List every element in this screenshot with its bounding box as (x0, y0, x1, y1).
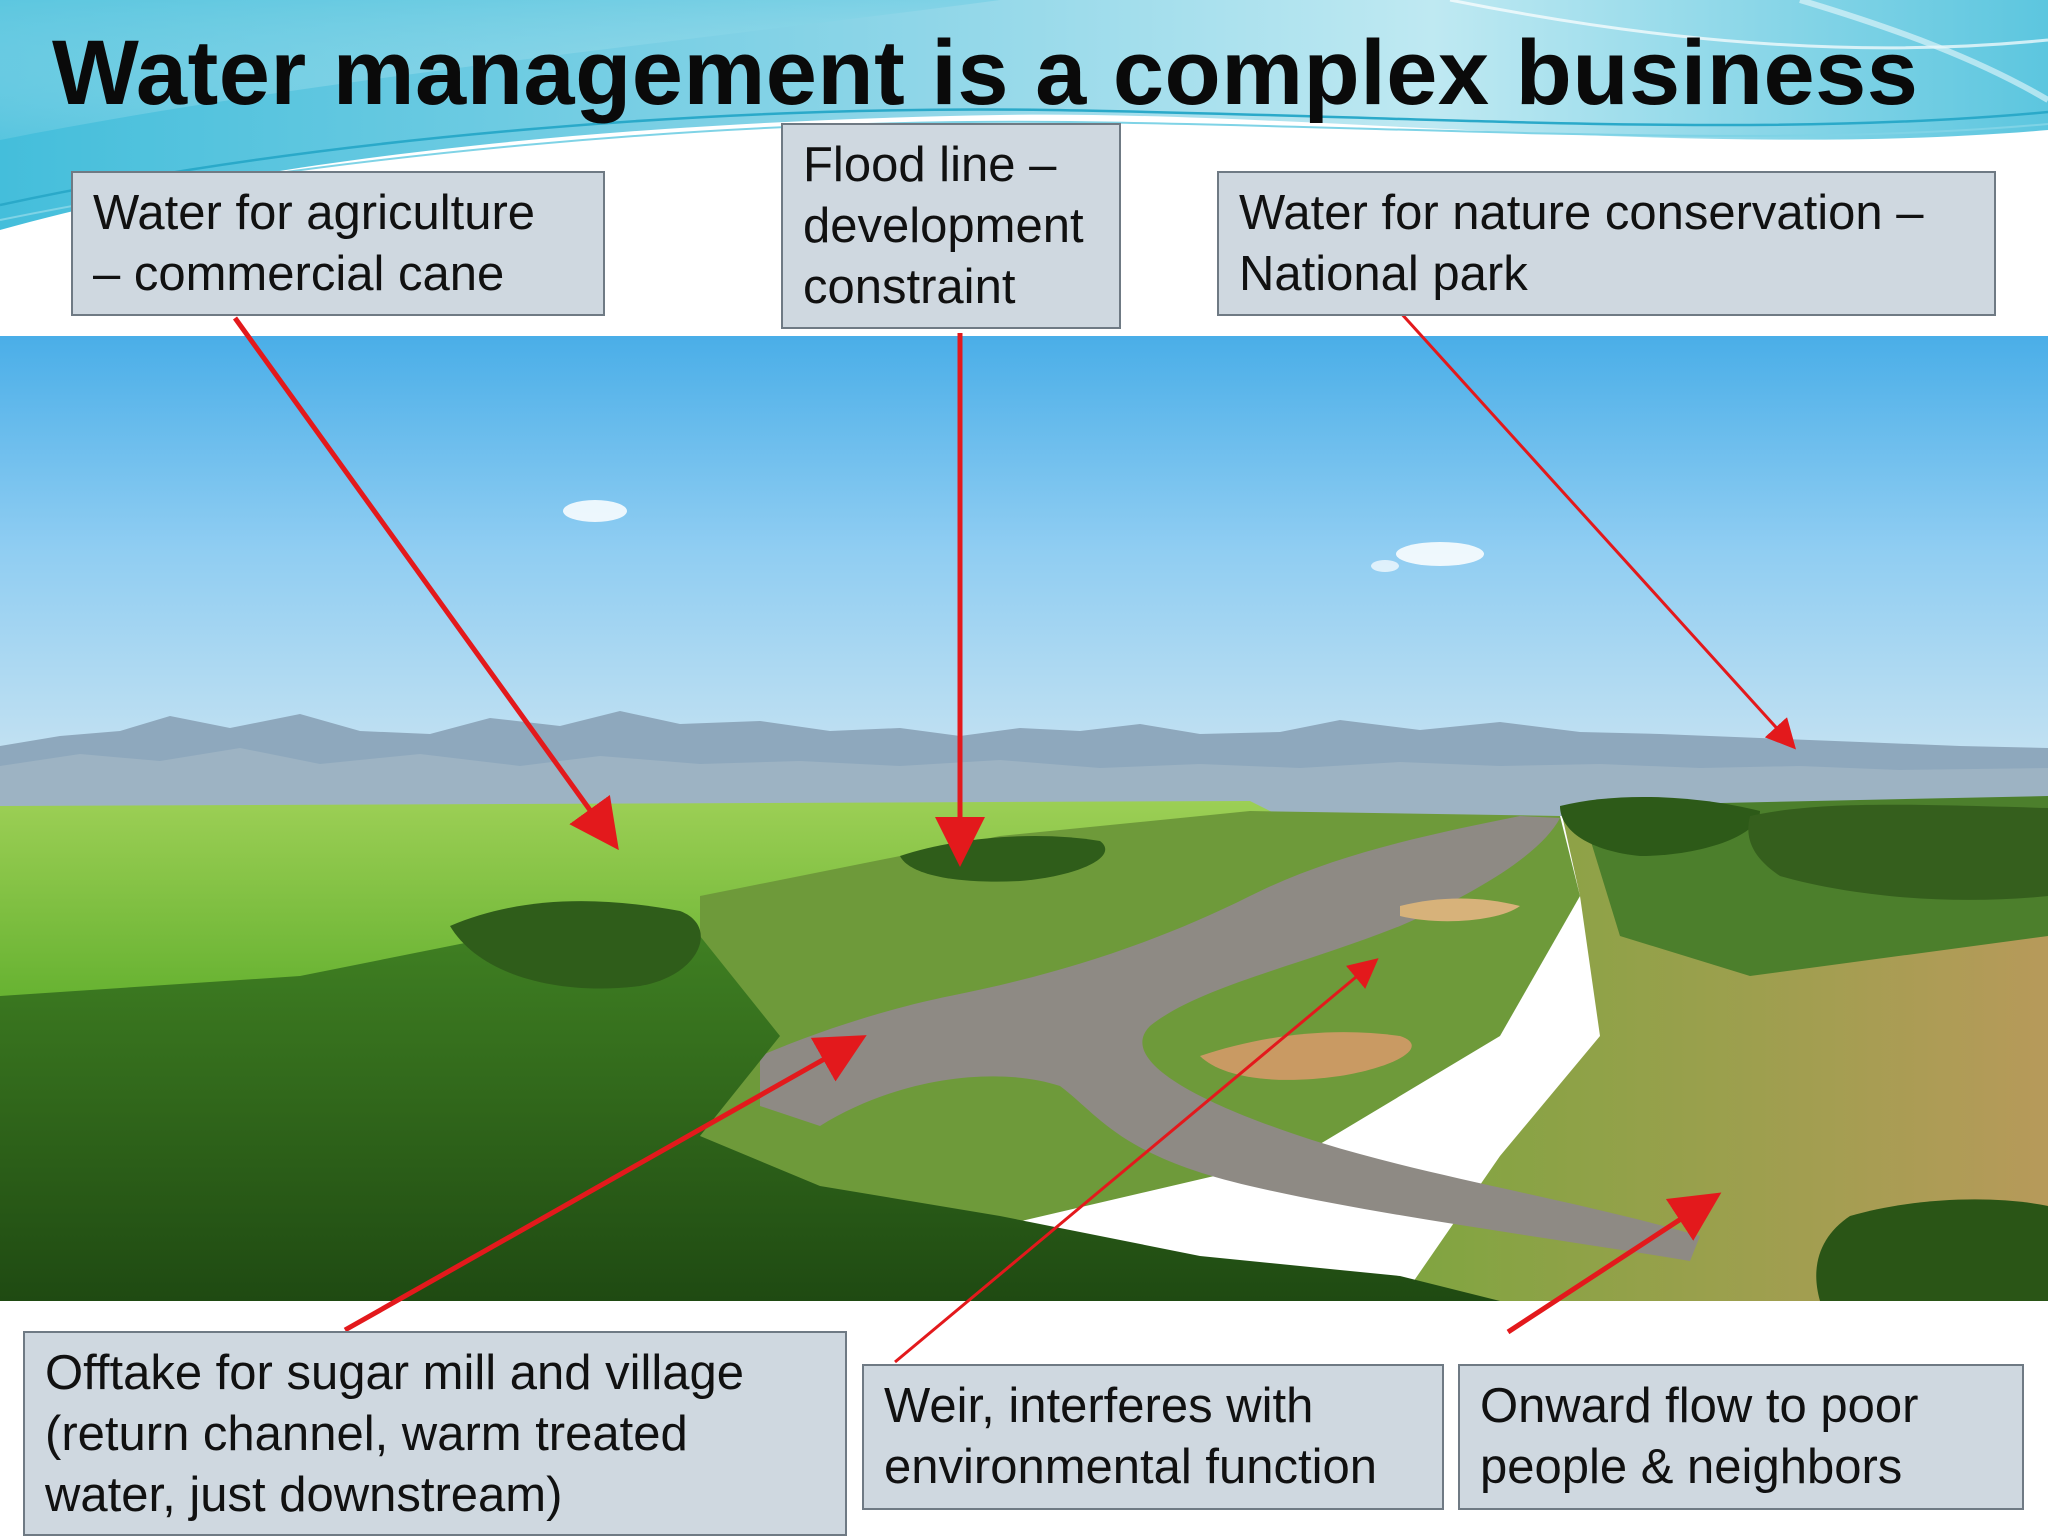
callout-weir-line1: Weir, interferes with (884, 1379, 1314, 1433)
callout-weir: Weir, interferes with environmental func… (862, 1364, 1444, 1510)
callout-offtake-line1: Offtake for sugar mill and village (45, 1346, 745, 1400)
callout-flood-line-line2: development (803, 199, 1084, 253)
callout-flood-line-line1: Flood line – (803, 138, 1057, 192)
callout-nature-line2: National park (1239, 247, 1528, 301)
slide-title: Water management is a complex business (52, 22, 1919, 124)
callout-offtake-line2: (return channel, warm treated (45, 1407, 688, 1461)
callout-onward-line1: Onward flow to poor (1480, 1379, 1919, 1433)
callout-weir-line2: environmental function (884, 1440, 1378, 1494)
callout-nature-line1: Water for nature conservation – (1239, 186, 1924, 240)
callout-agriculture-line1: Water for agriculture (93, 186, 536, 240)
river-landscape-photo (0, 336, 2048, 1301)
callout-offtake: Offtake for sugar mill and village (retu… (23, 1331, 847, 1536)
callout-flood-line-line3: constraint (803, 260, 1016, 314)
callout-onward-flow: Onward flow to poor people & neighbors (1458, 1364, 2024, 1510)
callout-onward-line2: people & neighbors (1480, 1440, 1903, 1494)
header-swoosh (0, 0, 2048, 230)
callout-agriculture-line2: – commercial cane (93, 247, 505, 301)
callout-nature-conservation: Water for nature conservation – National… (1217, 171, 1996, 316)
callout-agriculture: Water for agriculture – commercial cane (71, 171, 605, 316)
callout-offtake-line3: water, just downstream) (45, 1468, 563, 1522)
callout-flood-line: Flood line – development constraint (781, 123, 1121, 329)
